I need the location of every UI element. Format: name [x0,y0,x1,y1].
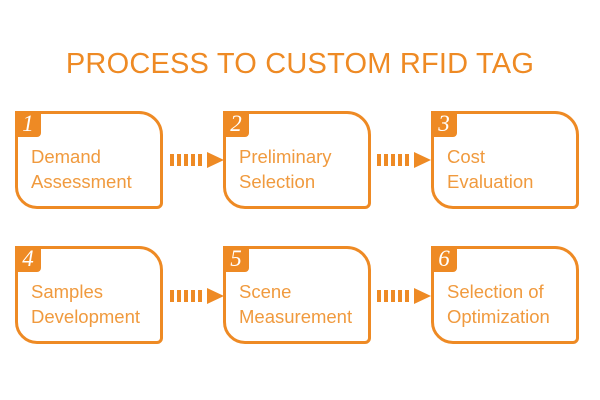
step-label: Selection of Optimization [447,279,572,329]
arrow-dash [384,290,388,302]
arrow-dash [191,290,195,302]
step-label-line: Optimization [447,306,550,327]
arrow-dash [198,154,202,166]
step-6: 6 Selection of Optimization [431,246,579,344]
step-2: 2 Preliminary Selection [223,111,371,209]
step-label-line: Selection of [447,281,544,302]
arrow-dash [191,154,195,166]
step-number-badge: 2 [223,111,249,137]
step-label: Cost Evaluation [447,144,572,194]
step-label: Demand Assessment [31,144,156,194]
arrow-dash [184,154,188,166]
arrow-dash [377,290,381,302]
step-number-badge: 1 [15,111,41,137]
arrow-dash [405,290,409,302]
arrow-dash [177,154,181,166]
arrow-dash [184,290,188,302]
arrow-dash [391,290,395,302]
step-label-line: Evaluation [447,171,534,192]
arrow-head [207,152,224,168]
arrow-dash [398,154,402,166]
arrow-dash [170,290,174,302]
arrow-dash [405,154,409,166]
step-label-line: Selection [239,171,316,192]
step-5: 5 Scene Measurement [223,246,371,344]
step-1: 1 Demand Assessment [15,111,163,209]
step-label-line: Development [31,306,141,327]
step-number-badge: 3 [431,111,457,137]
step-4: 4 Samples Development [15,246,163,344]
arrow-dash [170,154,174,166]
diagram-title: PROCESS TO CUSTOM RFID TAG [65,48,535,80]
arrow-head [207,288,224,304]
step-3: 3 Cost Evaluation [431,111,579,209]
arrow-dash [384,154,388,166]
arrow-dash [198,290,202,302]
dashed-arrow-right-icon [170,288,226,304]
step-label: Scene Measurement [239,279,364,329]
step-label: Samples Development [31,279,156,329]
arrow-head [414,152,431,168]
step-number-badge: 6 [431,246,457,272]
step-label-line: Cost [447,146,486,167]
dashed-arrow-right-icon [170,152,226,168]
arrow-dash [377,154,381,166]
step-label-line: Samples [31,281,103,302]
dashed-arrow-right-icon [377,288,433,304]
step-label-line: Preliminary [239,146,332,167]
dashed-arrow-right-icon [377,152,433,168]
step-label-line: Assessment [31,171,132,192]
step-label-line: Scene [239,281,292,302]
step-number-badge: 4 [15,246,41,272]
arrow-dash [398,290,402,302]
arrow-head [414,288,431,304]
step-label-line: Demand [31,146,101,167]
arrow-dash [177,290,181,302]
step-label: Preliminary Selection [239,144,364,194]
step-number-badge: 5 [223,246,249,272]
arrow-dash [391,154,395,166]
step-label-line: Measurement [239,306,353,327]
